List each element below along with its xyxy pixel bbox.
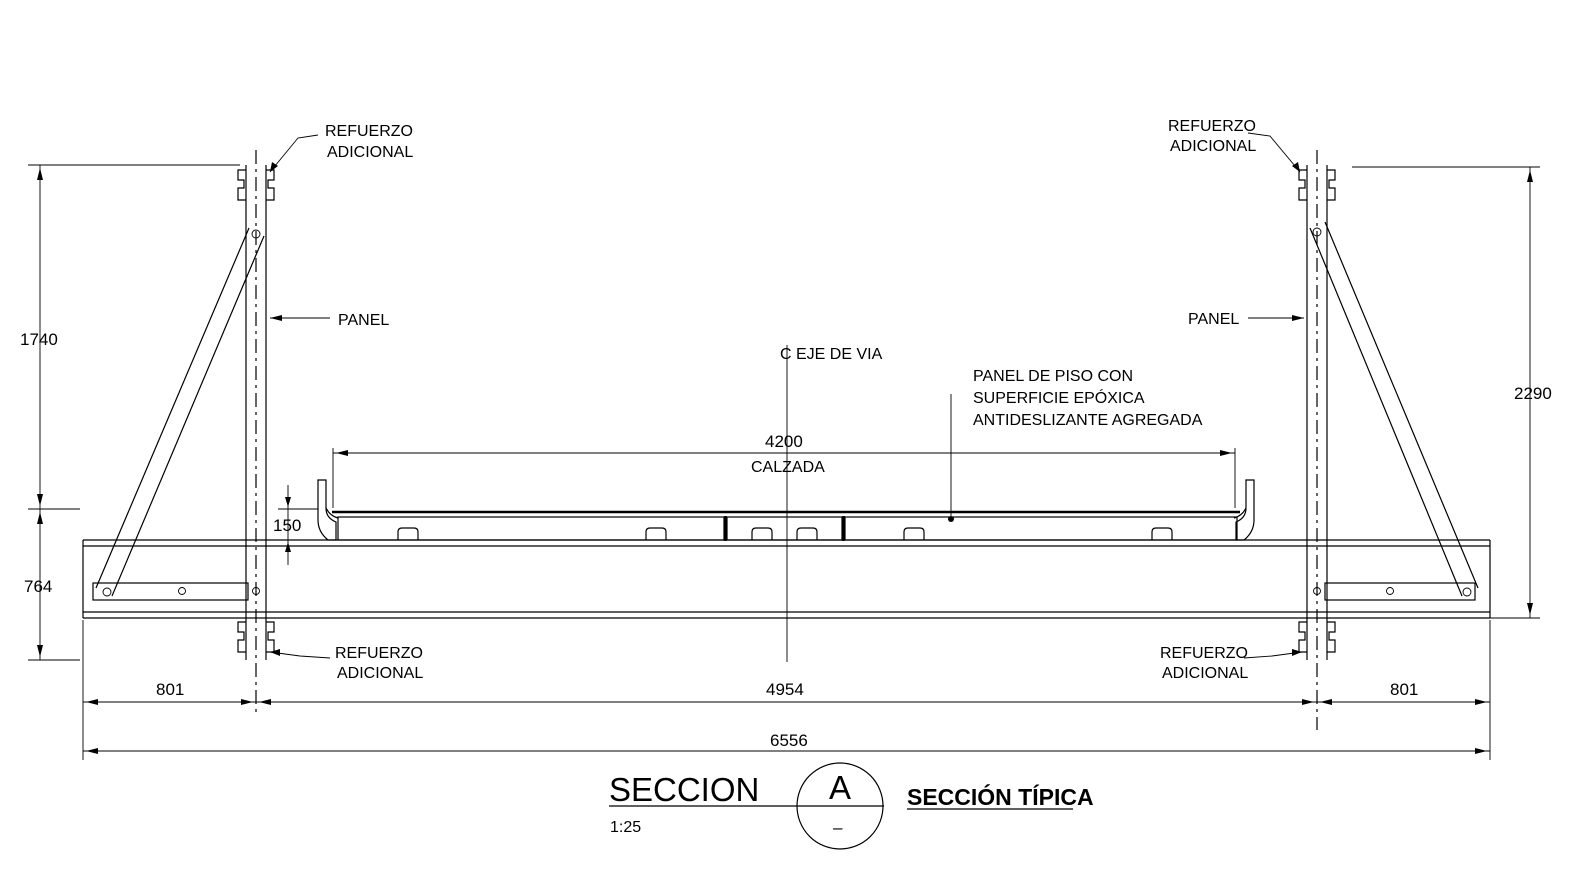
section-sheet: – bbox=[833, 818, 843, 837]
panel-label-right: PANEL bbox=[1188, 311, 1239, 328]
panel-label-left: PANEL bbox=[338, 312, 389, 329]
refuerzo-top-right-line2: ADICIONAL bbox=[1170, 138, 1256, 155]
floor-deck bbox=[317, 479, 1255, 541]
dim-center-span: 4954 bbox=[766, 680, 804, 699]
floor-panel-note-line2: SUPERFICIE EPÓXICA bbox=[973, 388, 1145, 407]
dimension-lines bbox=[28, 164, 1540, 760]
section-word: SECCION bbox=[609, 771, 759, 808]
left-diagonal-brace bbox=[95, 227, 265, 597]
refuerzo-bottom-left-line2: ADICIONAL bbox=[337, 665, 423, 682]
section-scale: 1:25 bbox=[610, 819, 641, 836]
section-letter: A bbox=[829, 769, 851, 806]
refuerzo-bottom-left-line1: REFUERZO bbox=[335, 645, 423, 662]
track-axis-label: C EJE DE VIA bbox=[780, 346, 883, 363]
section-title: SECCIÓN TÍPICA bbox=[907, 783, 1094, 810]
floor-panel-note-line3: ANTIDESLIZANTE AGREGADA bbox=[973, 412, 1203, 429]
bottom-brace-plate-left bbox=[92, 582, 249, 601]
calzada-width-value: 4200 bbox=[765, 432, 803, 451]
left-panel-post bbox=[237, 150, 275, 715]
dim-deck-depth: 150 bbox=[273, 516, 301, 535]
main-beam bbox=[82, 539, 1491, 619]
dim-left-lower: 764 bbox=[24, 577, 52, 596]
dim-left-upper: 1740 bbox=[20, 330, 58, 349]
refuerzo-top-left-line1: REFUERZO bbox=[325, 123, 413, 140]
right-diagonal-brace bbox=[1309, 221, 1479, 597]
dim-right-height: 2290 bbox=[1514, 384, 1552, 403]
bottom-brace-plate-right bbox=[1324, 582, 1476, 601]
dim-right-overhang: 801 bbox=[1390, 680, 1418, 699]
refuerzo-top-right-line1: REFUERZO bbox=[1168, 118, 1256, 135]
section-bubble bbox=[796, 762, 884, 850]
title-block: SECCION 1:25 A – SECCIÓN TÍPICA bbox=[609, 762, 1094, 850]
right-panel-post bbox=[1298, 150, 1336, 730]
refuerzo-bottom-right-line1: REFUERZO bbox=[1160, 645, 1248, 662]
refuerzo-top-left-line2: ADICIONAL bbox=[327, 144, 413, 161]
calzada-label: CALZADA bbox=[751, 459, 825, 476]
leaders bbox=[269, 132, 1304, 659]
refuerzo-bottom-right-line2: ADICIONAL bbox=[1162, 665, 1248, 682]
floor-panel-note-line1: PANEL DE PISO CON bbox=[973, 368, 1133, 385]
dim-overall: 6556 bbox=[770, 731, 808, 750]
dim-left-overhang: 801 bbox=[156, 680, 184, 699]
